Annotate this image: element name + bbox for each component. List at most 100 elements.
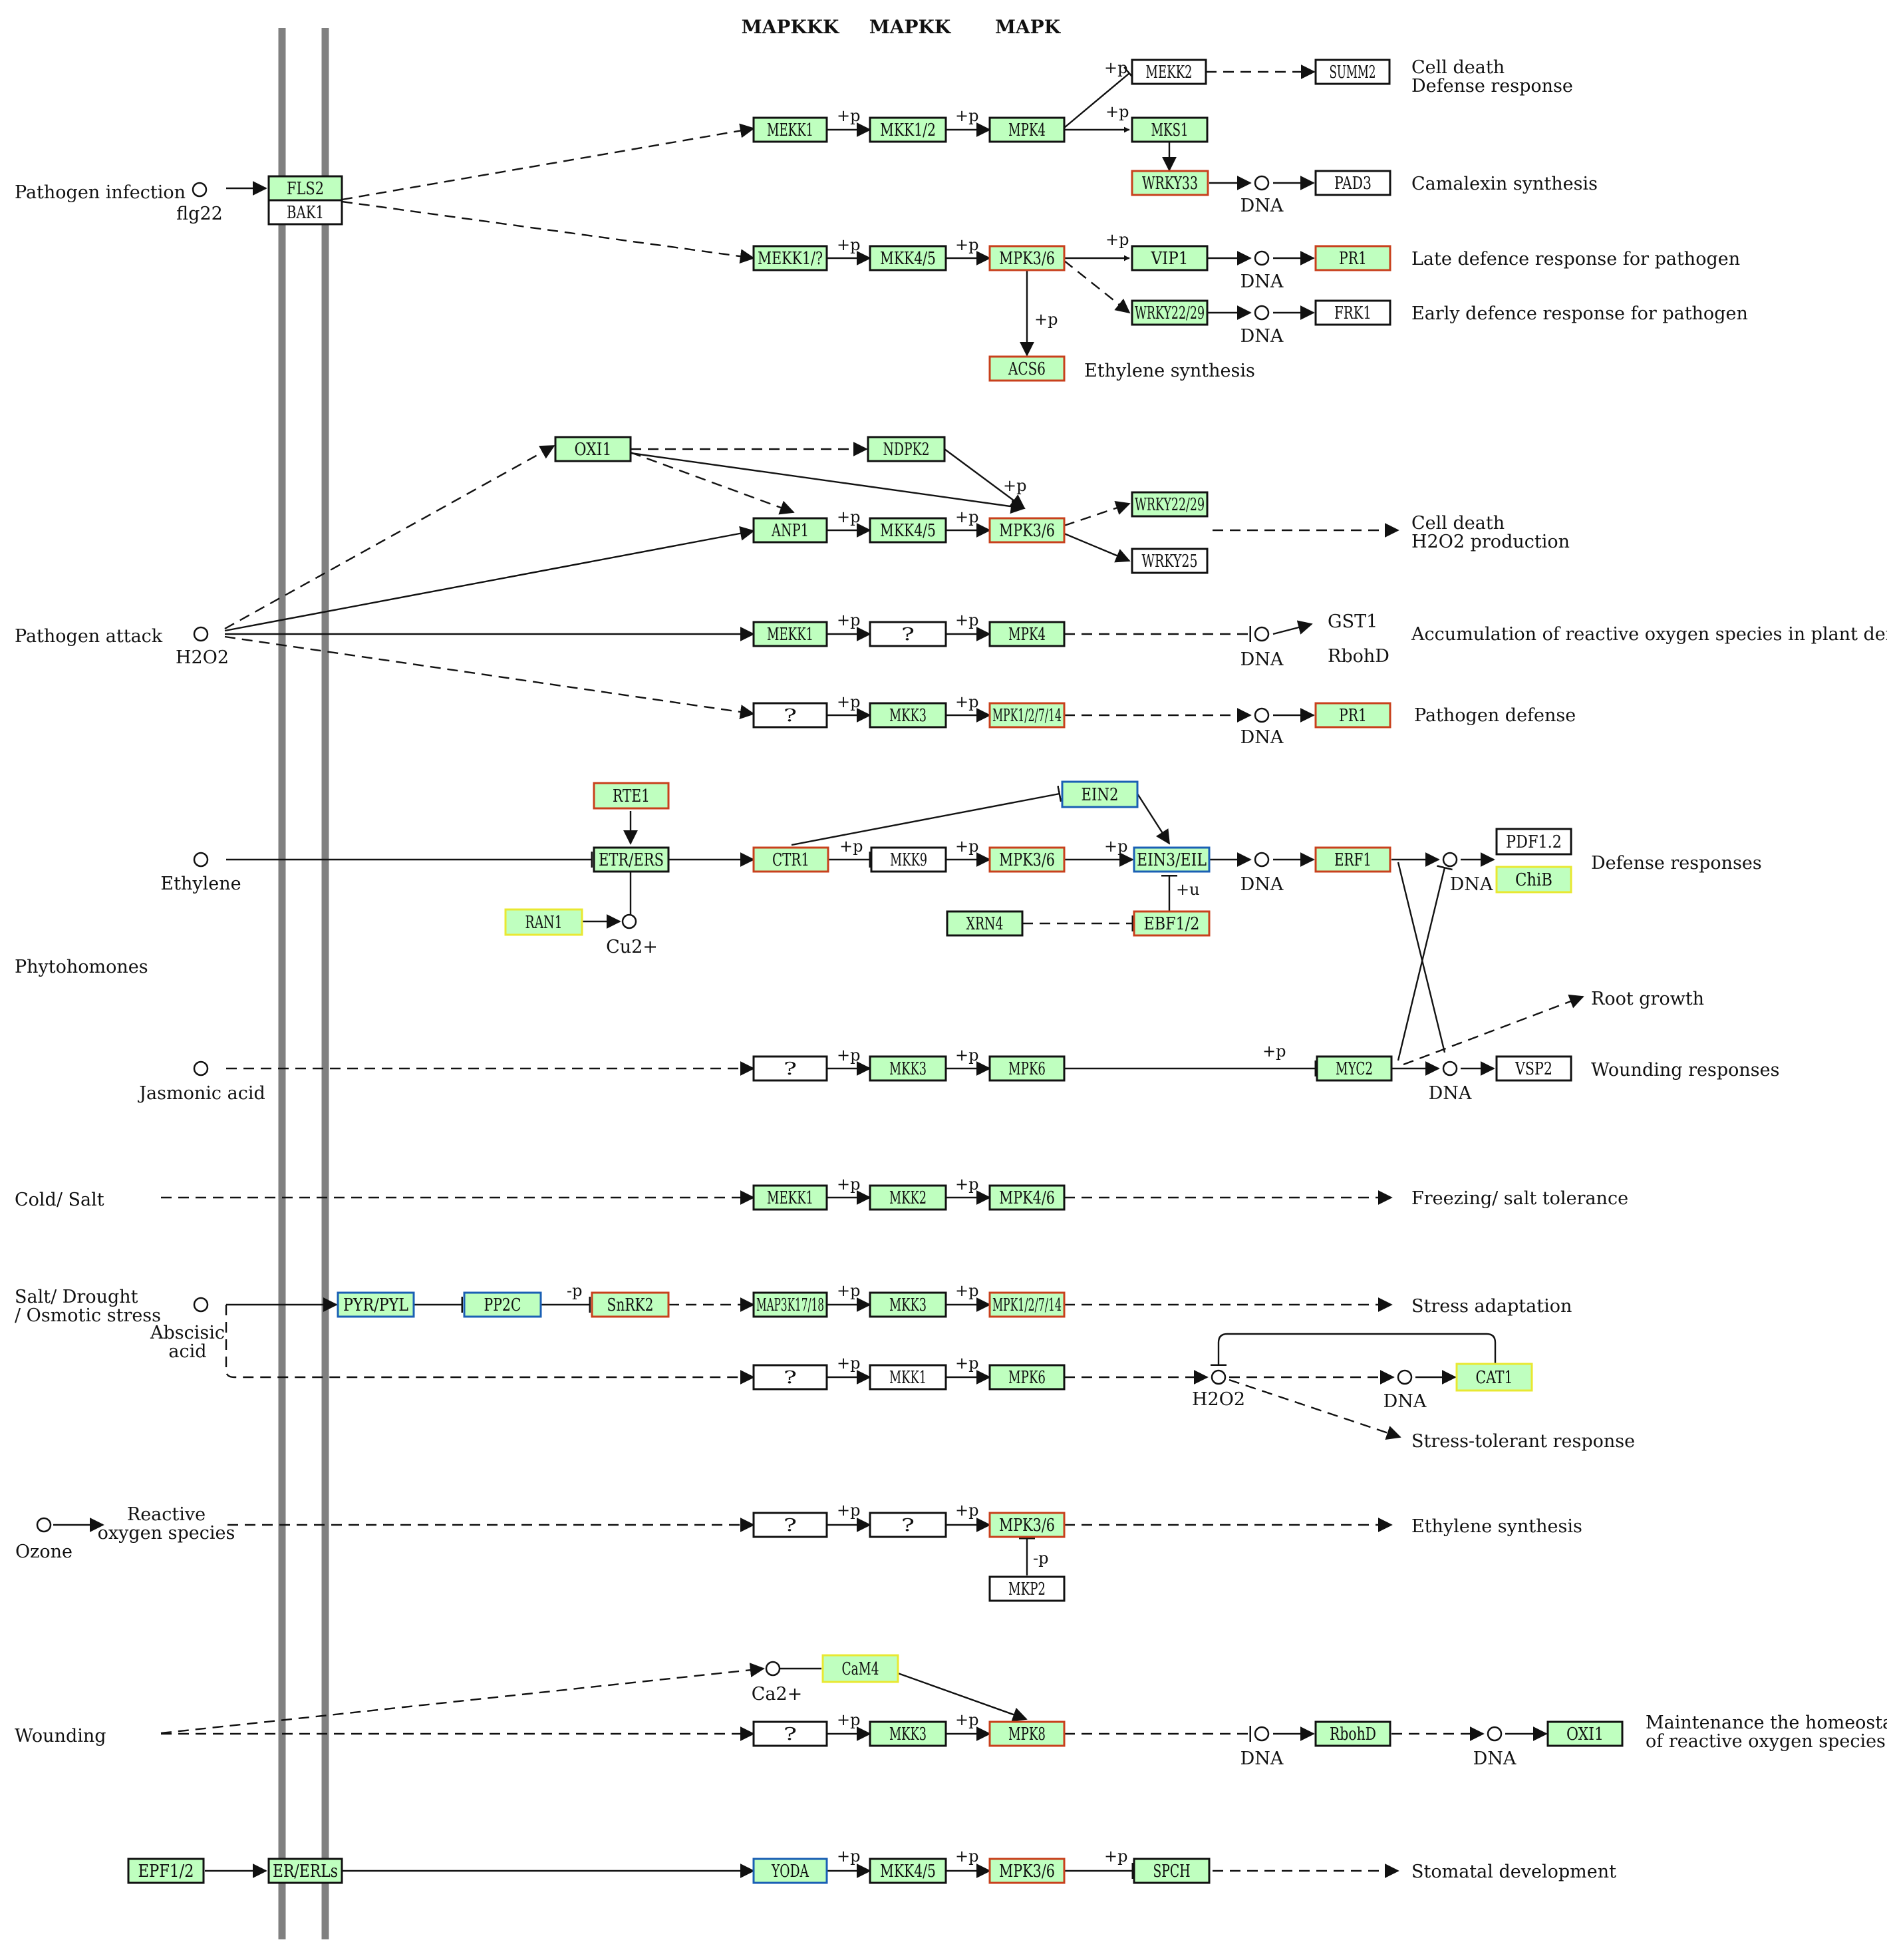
gene-node-chib[interactable]: ChiB bbox=[1495, 866, 1572, 894]
gene-node-mkk12[interactable]: MKK1/2 bbox=[869, 116, 947, 143]
gene-node-mekk1-c[interactable]: MEKK1 bbox=[752, 621, 828, 647]
gene-node-q2[interactable]: ? bbox=[752, 702, 828, 729]
gene-node-etr[interactable]: ETR/ERS bbox=[593, 846, 670, 873]
gene-node-wrky25[interactable]: WRKY25 bbox=[1131, 548, 1209, 574]
gene-node-mks1[interactable]: MKS1 bbox=[1131, 116, 1209, 143]
gene-node-ein2[interactable]: EIN2 bbox=[1061, 780, 1139, 808]
gene-box bbox=[988, 517, 1066, 544]
gene-node-mpk1-b[interactable]: MPK1/2/7/14 bbox=[988, 1291, 1066, 1318]
gene-label: ? bbox=[784, 1059, 797, 1079]
gene-node-mkk3-d[interactable]: MKK3 bbox=[869, 1720, 947, 1747]
gene-node-vip1[interactable]: VIP1 bbox=[1131, 245, 1209, 271]
gene-node-mkk3-b[interactable]: MKK3 bbox=[869, 1055, 947, 1082]
gene-node-mpk36-e[interactable]: MPK3/6 bbox=[988, 1858, 1066, 1884]
gene-node-mkk9[interactable]: MKK9 bbox=[870, 846, 947, 873]
gene-node-map3k[interactable]: MAP3K17/18 bbox=[752, 1291, 828, 1318]
gene-node-pdf12[interactable]: PDF1.2 bbox=[1495, 828, 1572, 856]
gene-node-cam4[interactable]: CaM4 bbox=[821, 1654, 899, 1683]
gene-box bbox=[869, 517, 947, 544]
gene-node-ein3[interactable]: EIN3/EIL bbox=[1133, 846, 1211, 873]
gene-node-q7[interactable]: ? bbox=[752, 1720, 828, 1747]
gene-node-q3[interactable]: ? bbox=[752, 1055, 828, 1082]
gene-node-vsp2[interactable]: VSP2 bbox=[1495, 1055, 1572, 1082]
gene-node-wrky33[interactable]: WRKY33 bbox=[1131, 170, 1209, 196]
gene-node-pyr[interactable]: PYR/PYL bbox=[337, 1291, 415, 1318]
gene-node-spch[interactable]: SPCH bbox=[1133, 1858, 1211, 1884]
label-rbohd: RbohD bbox=[1328, 646, 1389, 667]
gene-node-erl[interactable]: ER/ERLs bbox=[267, 1858, 343, 1884]
gene-node-mpk36-a[interactable]: MPK3/6 bbox=[988, 245, 1066, 271]
gene-node-wrky229-b[interactable]: WRKY22/29 bbox=[1131, 491, 1209, 518]
gene-node-mkk1[interactable]: MKK1 bbox=[869, 1364, 947, 1390]
gene-node-frk1[interactable]: FRK1 bbox=[1314, 299, 1391, 326]
gene-label: MPK6 bbox=[1008, 1059, 1046, 1079]
gene-node-snrk2[interactable]: SnRK2 bbox=[591, 1291, 670, 1318]
gene-box bbox=[1495, 828, 1572, 856]
gene-node-mpk1-a[interactable]: MPK1/2/7/14 bbox=[988, 702, 1066, 729]
gene-label: PDF1.2 bbox=[1506, 832, 1562, 852]
gene-node-mkk3-a[interactable]: MKK3 bbox=[869, 702, 947, 729]
gene-node-yoda[interactable]: YODA bbox=[752, 1858, 828, 1884]
gene-node-mkk45-c[interactable]: MKK4/5 bbox=[869, 1858, 947, 1884]
gene-node-wrky229-a[interactable]: WRKY22/29 bbox=[1131, 299, 1209, 326]
gene-node-mekk1-b[interactable]: MEKK1/? bbox=[752, 245, 828, 271]
gene-node-mpk4-b[interactable]: MPK4 bbox=[988, 621, 1066, 647]
dna-label: DNA bbox=[1240, 196, 1284, 216]
gene-node-acs6[interactable]: ACS6 bbox=[988, 355, 1066, 382]
outcome-pathogen-defense: Pathogen defense bbox=[1414, 705, 1576, 726]
gene-node-ebf12[interactable]: EBF1/2 bbox=[1133, 910, 1211, 937]
gene-node-anp1[interactable]: ANP1 bbox=[752, 517, 828, 544]
mod-minus-p: -p bbox=[567, 1281, 582, 1300]
gene-node-q6[interactable]: ? bbox=[869, 1512, 947, 1538]
gene-label: MKS1 bbox=[1151, 120, 1189, 140]
gene-node-mpk4-a[interactable]: MPK4 bbox=[988, 116, 1066, 143]
gene-node-ctr1[interactable]: CTR1 bbox=[752, 846, 829, 873]
gene-node-mpk36-d[interactable]: MPK3/6 bbox=[988, 1512, 1066, 1538]
compound-label-ca: Ca2+ bbox=[752, 1684, 803, 1705]
gene-node-mpk6-a[interactable]: MPK6 bbox=[988, 1055, 1066, 1082]
gene-node-xrn4[interactable]: XRN4 bbox=[946, 910, 1024, 937]
mod-p: +p bbox=[1034, 310, 1058, 329]
gene-node-erf1[interactable]: ERF1 bbox=[1314, 846, 1391, 873]
gene-node-oxi1-b[interactable]: OXI1 bbox=[1546, 1720, 1624, 1747]
gene-node-fls2[interactable]: FLS2 bbox=[267, 175, 343, 202]
gene-node-mpk36-c[interactable]: MPK3/6 bbox=[988, 846, 1066, 873]
gene-node-ndpk2[interactable]: NDPK2 bbox=[867, 436, 946, 462]
gene-node-ran1[interactable]: RAN1 bbox=[504, 908, 583, 936]
gene-node-myc2[interactable]: MYC2 bbox=[1316, 1055, 1393, 1082]
gene-box bbox=[752, 1055, 828, 1082]
gene-node-pr1-b[interactable]: PR1 bbox=[1314, 702, 1391, 729]
gene-node-mekk1-d[interactable]: MEKK1 bbox=[752, 1184, 828, 1211]
gene-node-cat1[interactable]: CAT1 bbox=[1455, 1363, 1533, 1392]
gene-node-summ2[interactable]: SUMM2 bbox=[1314, 59, 1391, 85]
gene-node-bak1[interactable]: BAK1 bbox=[267, 199, 343, 226]
gene-node-mekk1-a[interactable]: MEKK1 bbox=[752, 116, 828, 143]
header-mapkk: MAPKK bbox=[869, 16, 952, 38]
gene-node-rbohd-b[interactable]: RbohD bbox=[1314, 1720, 1391, 1747]
gene-node-mpk8[interactable]: MPK8 bbox=[988, 1720, 1066, 1747]
gene-node-pp2c[interactable]: PP2C bbox=[463, 1291, 542, 1318]
gene-box bbox=[988, 1055, 1066, 1082]
gene-node-mkp2[interactable]: MKP2 bbox=[988, 1575, 1066, 1602]
compound-label-flg22: flg22 bbox=[176, 204, 223, 224]
gene-node-mkk45-b[interactable]: MKK4/5 bbox=[869, 517, 947, 544]
gene-box bbox=[1316, 1055, 1393, 1082]
mod-p: +p bbox=[837, 1354, 860, 1373]
gene-node-mpk6-b[interactable]: MPK6 bbox=[988, 1364, 1066, 1390]
gene-node-mkk3-c[interactable]: MKK3 bbox=[869, 1291, 947, 1318]
gene-node-mpk36-b[interactable]: MPK3/6 bbox=[988, 517, 1066, 544]
header-mapk: MAPK bbox=[995, 16, 1062, 38]
gene-node-mekk2[interactable]: MEKK2 bbox=[1131, 59, 1207, 85]
gene-node-mpk46[interactable]: MPK4/6 bbox=[988, 1184, 1066, 1211]
gene-node-q1[interactable]: ? bbox=[869, 621, 947, 647]
gene-node-oxi1-a[interactable]: OXI1 bbox=[554, 436, 632, 462]
gene-label: SUMM2 bbox=[1330, 63, 1376, 82]
gene-node-q5[interactable]: ? bbox=[752, 1512, 828, 1538]
gene-node-pad3[interactable]: PAD3 bbox=[1314, 170, 1391, 196]
gene-node-pr1-a[interactable]: PR1 bbox=[1314, 245, 1391, 271]
gene-node-rte1[interactable]: RTE1 bbox=[593, 782, 670, 810]
gene-node-mkk2[interactable]: MKK2 bbox=[869, 1184, 947, 1211]
gene-node-mkk45-a[interactable]: MKK4/5 bbox=[869, 245, 947, 271]
gene-node-epf12[interactable]: EPF1/2 bbox=[127, 1858, 205, 1884]
gene-node-q4[interactable]: ? bbox=[752, 1364, 828, 1390]
